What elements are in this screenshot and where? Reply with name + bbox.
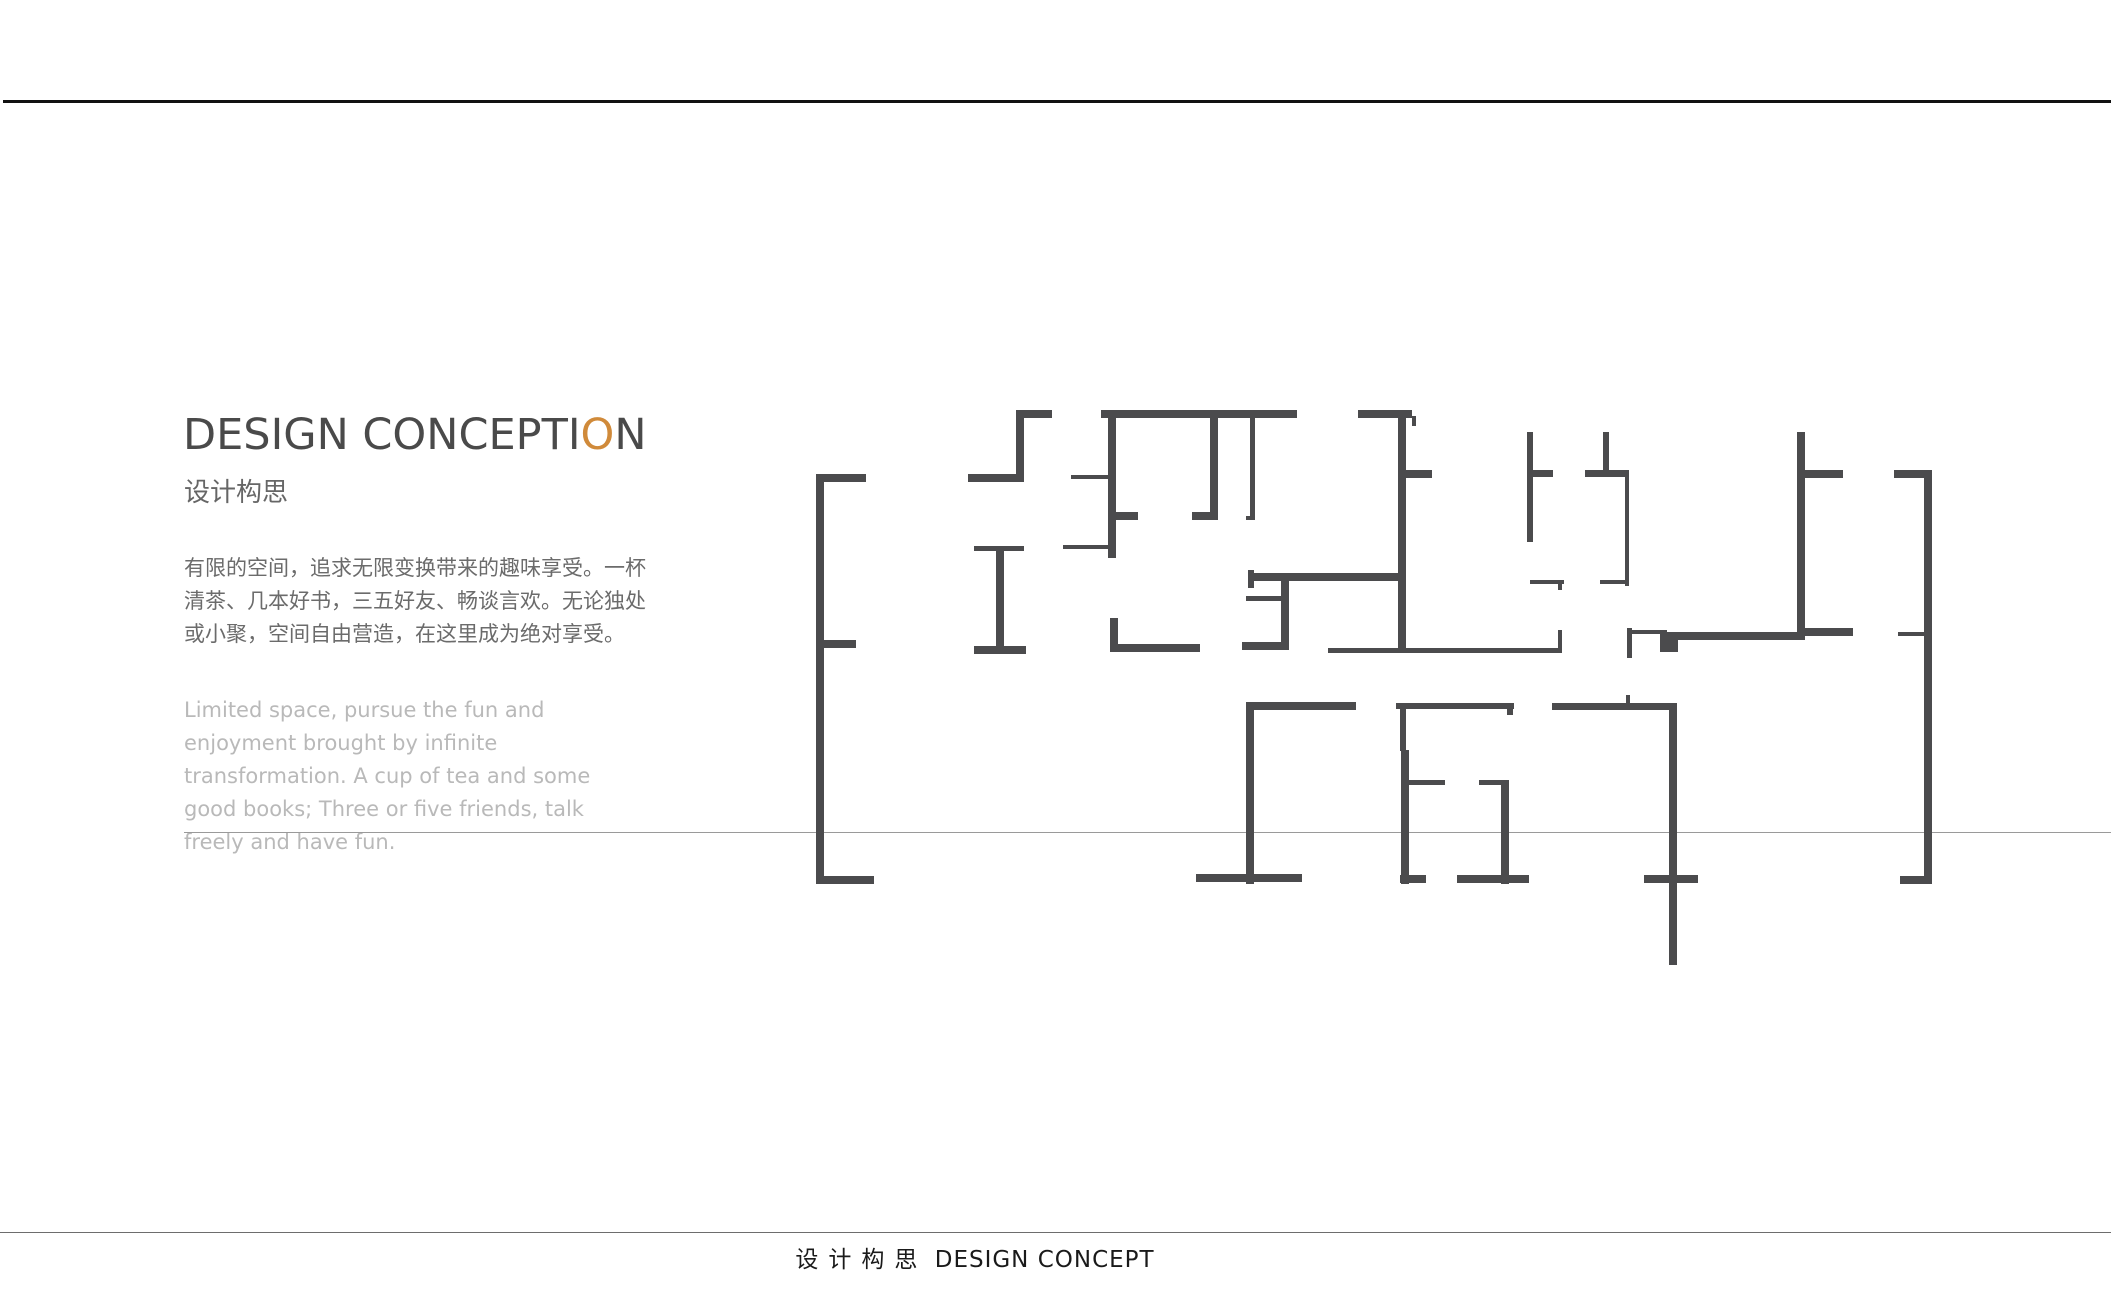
wall-segment — [1398, 410, 1406, 650]
wall-segment — [1246, 702, 1356, 710]
wall-segment — [1396, 703, 1514, 709]
wall-segment — [1457, 875, 1529, 883]
wall-segment — [1192, 512, 1218, 520]
wall-segment — [1016, 410, 1024, 480]
wall-segment — [1898, 632, 1928, 636]
wall-segment — [1110, 618, 1118, 650]
wall-segment — [1600, 580, 1629, 584]
wall-segment — [1603, 432, 1609, 474]
wall-segment — [1254, 573, 1402, 581]
title-end: N — [614, 410, 647, 460]
wall-segment — [1479, 780, 1507, 785]
wall-segment — [1501, 780, 1509, 884]
header-divider — [3, 100, 2111, 103]
wall-segment — [1552, 703, 1676, 710]
wall-segment — [1626, 695, 1630, 705]
wall-segment — [974, 646, 1026, 654]
wall-segment — [1530, 580, 1564, 584]
wall-segment — [1116, 512, 1138, 520]
wall-segment — [1400, 875, 1426, 883]
wall-segment — [1527, 470, 1553, 477]
wall-segment — [1924, 470, 1932, 884]
wall-segment — [1644, 875, 1698, 883]
wall-segment — [1625, 474, 1629, 586]
wall-segment — [1894, 470, 1932, 478]
title-accent-letter: O — [580, 410, 615, 460]
wall-segment — [1242, 642, 1289, 650]
page-subtitle: 设计构思 — [184, 478, 289, 508]
wall-segment — [816, 474, 866, 482]
wall-segment — [1669, 703, 1677, 965]
wall-segment — [1101, 410, 1297, 418]
wall-segment — [1248, 570, 1254, 588]
wall-segment — [1527, 432, 1533, 542]
wall-segment — [1409, 780, 1445, 785]
wall-segment — [1401, 750, 1409, 884]
title-main: DESIGN CONCEPTI — [183, 410, 581, 460]
wall-segment — [1558, 630, 1562, 653]
wall-segment — [1108, 410, 1116, 558]
wall-segment — [996, 546, 1004, 650]
wall-segment — [1585, 470, 1629, 477]
description-chinese: 有限的空间，追求无限变换带来的趣味享受。一杯清茶、几本好书，三五好友、畅谈言欢。… — [184, 556, 646, 646]
page-title: DESIGN CONCEPTION — [183, 410, 647, 460]
wall-segment — [1660, 632, 1678, 652]
wall-segment — [1406, 470, 1432, 478]
content-divider — [184, 832, 2111, 833]
wall-segment — [1196, 874, 1302, 882]
wall-segment — [1281, 578, 1289, 650]
wall-segment — [1797, 432, 1805, 638]
wall-segment — [1627, 630, 1667, 634]
wall-segment — [1627, 628, 1632, 658]
wall-segment — [1210, 410, 1218, 518]
wall-segment — [1110, 644, 1200, 652]
wall-segment — [1558, 580, 1562, 590]
wall-segment — [1661, 632, 1805, 640]
wall-segment — [816, 876, 874, 884]
wall-segment — [1328, 648, 1558, 653]
wall-segment — [1246, 596, 1281, 601]
description-english: Limited space, pursue the fun and enjoym… — [184, 698, 591, 854]
wall-segment — [1805, 628, 1853, 636]
wall-segment — [968, 474, 1024, 482]
wall-segment — [1412, 416, 1416, 426]
wall-segment — [1805, 470, 1843, 478]
footer-divider — [0, 1232, 2111, 1233]
wall-segment — [816, 640, 856, 648]
footer-caption-en: DESIGN CONCEPT — [934, 1247, 1155, 1273]
wall-segment — [1250, 410, 1255, 520]
wall-segment — [1507, 703, 1513, 715]
footer-caption-cn: 设计构思 — [795, 1247, 928, 1273]
wall-segment — [1246, 516, 1255, 520]
wall-segment — [1016, 410, 1052, 418]
wall-segment — [1246, 702, 1254, 884]
wall-segment — [1900, 876, 1932, 884]
wall-segment — [1071, 475, 1111, 479]
wall-segment — [1063, 545, 1111, 549]
footer-caption: 设计构思 DESIGN CONCEPT — [0, 1240, 1950, 1274]
wall-segment — [816, 474, 824, 884]
wall-segment — [1358, 410, 1412, 418]
wall-segment — [1400, 703, 1406, 751]
